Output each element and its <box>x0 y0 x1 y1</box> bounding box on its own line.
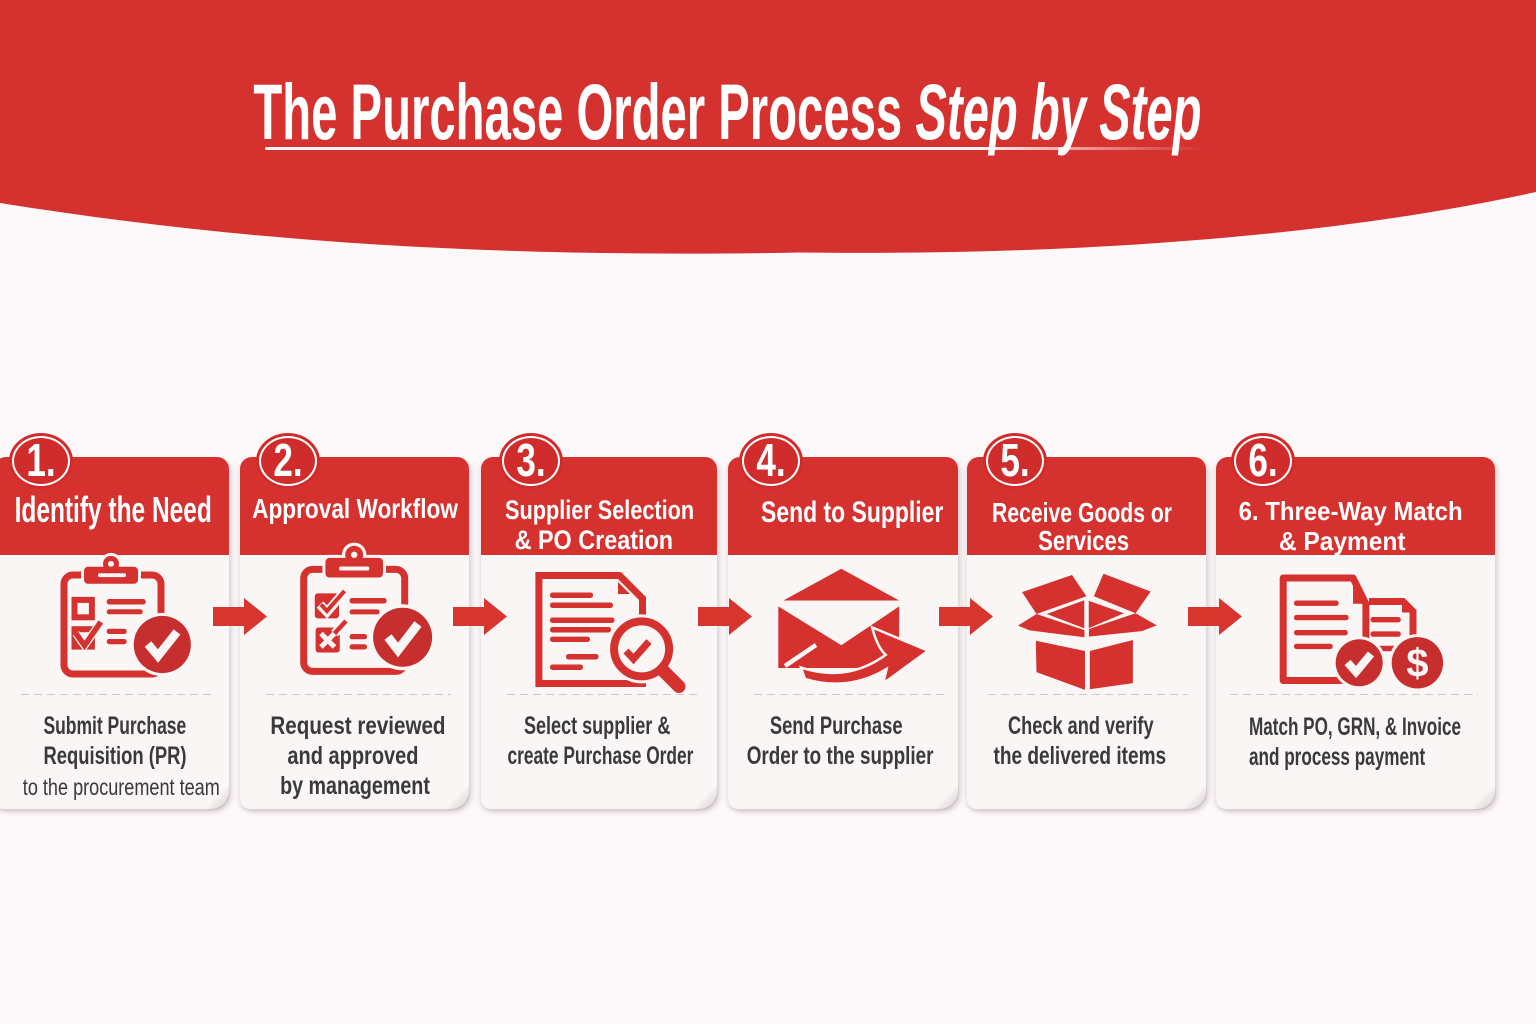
svg-text:$: $ <box>1406 642 1428 686</box>
